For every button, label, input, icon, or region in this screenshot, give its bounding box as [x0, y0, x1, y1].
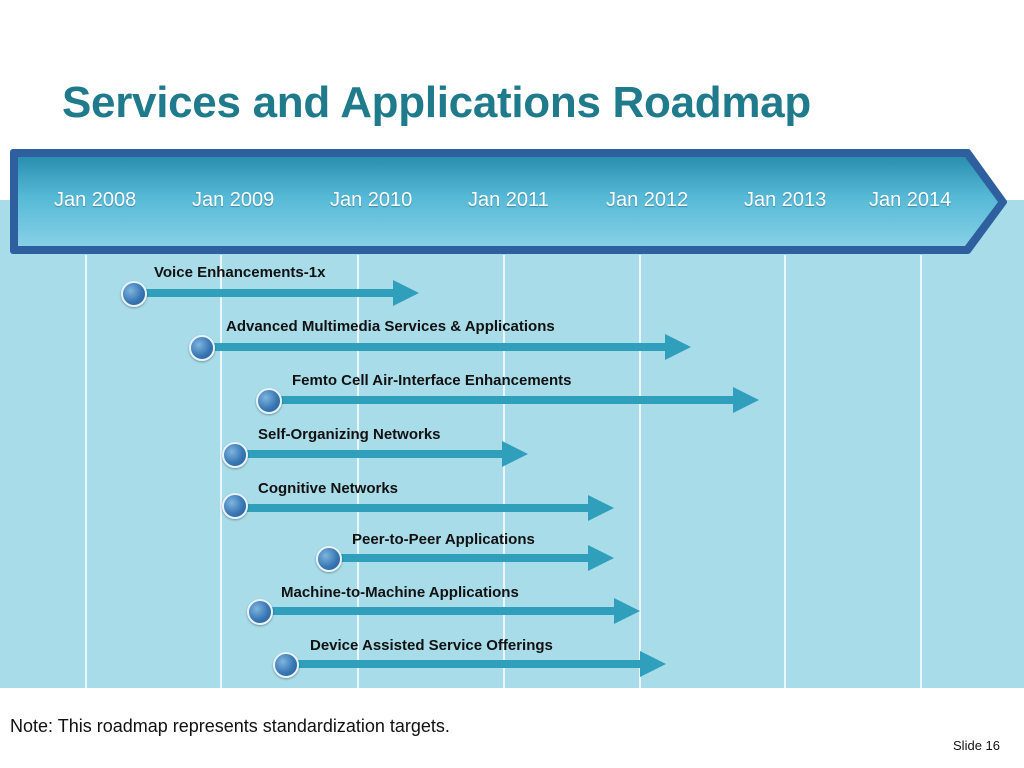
arrowhead-icon: [393, 280, 419, 306]
start-node-icon: [256, 388, 282, 414]
start-node-icon: [222, 442, 248, 468]
grid-line: [639, 255, 641, 688]
item-label: Voice Enhancements-1x: [154, 264, 326, 281]
item-arrow-shaft: [234, 504, 590, 512]
item-arrow-shaft: [328, 554, 590, 562]
slide-number: Slide 16: [953, 738, 1000, 753]
slide-title: Services and Applications Roadmap: [62, 78, 811, 127]
start-node-icon: [316, 546, 342, 572]
start-node-icon: [273, 652, 299, 678]
item-label: Femto Cell Air-Interface Enhancements: [292, 372, 572, 389]
start-node-icon: [222, 493, 248, 519]
arrowhead-icon: [665, 334, 691, 360]
start-node-icon: [121, 281, 147, 307]
grid-line: [220, 255, 222, 688]
start-node-icon: [189, 335, 215, 361]
grid-line: [85, 255, 87, 688]
grid-line: [784, 255, 786, 688]
year-label: Jan 2013: [744, 189, 827, 211]
item-arrow-shaft: [133, 289, 395, 297]
item-arrow-shaft: [259, 607, 616, 615]
grid-line: [357, 255, 359, 688]
year-label: Jan 2012: [606, 189, 689, 211]
item-label: Device Assisted Service Offerings: [310, 637, 553, 654]
item-label: Advanced Multimedia Services & Applicati…: [226, 318, 555, 335]
arrowhead-icon: [733, 387, 759, 413]
year-label: Jan 2009: [192, 189, 275, 211]
item-label: Machine-to-Machine Applications: [281, 584, 519, 601]
item-arrow-shaft: [285, 660, 642, 668]
start-node-icon: [247, 599, 273, 625]
year-label: Jan 2010: [330, 189, 413, 211]
arrowhead-icon: [614, 598, 640, 624]
year-label: Jan 2011: [468, 189, 549, 211]
arrowhead-icon: [588, 545, 614, 571]
year-label: Jan 2008: [54, 189, 137, 211]
item-label: Cognitive Networks: [258, 480, 399, 497]
grid-line: [503, 255, 505, 688]
item-label: Self-Organizing Networks: [258, 426, 441, 443]
arrowhead-icon: [588, 495, 614, 521]
grid-line: [920, 255, 922, 688]
footnote: Note: This roadmap represents standardiz…: [10, 716, 450, 736]
arrowhead-icon: [502, 441, 528, 467]
item-label: Peer-to-Peer Applications: [352, 531, 535, 548]
item-arrow-shaft: [268, 396, 735, 404]
arrowhead-icon: [640, 651, 666, 677]
item-arrow-shaft: [201, 343, 667, 351]
item-arrow-shaft: [234, 450, 504, 458]
year-label: Jan 2014: [869, 189, 952, 211]
